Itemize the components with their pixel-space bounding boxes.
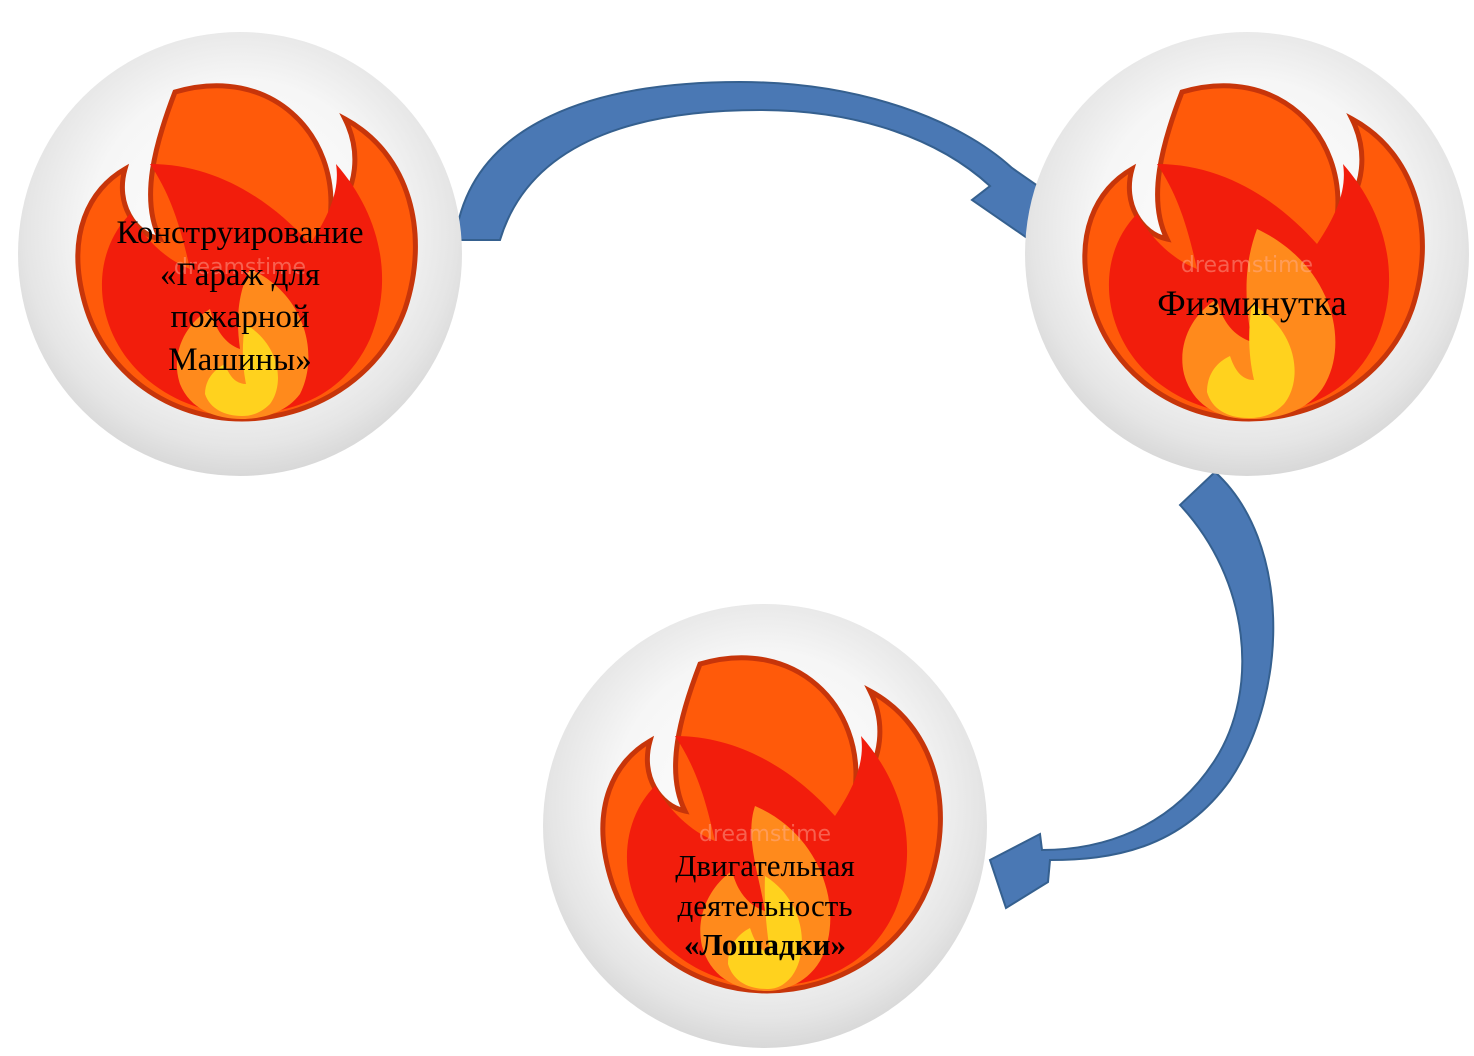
watermark-text: dreamstime [1181, 253, 1313, 278]
node-label: Физминутка [1082, 280, 1422, 326]
flame-icon: dreamstime [75, 83, 418, 422]
node-construct: dreamstime Конструирование «Гараж для по… [10, 24, 470, 484]
label-line: деятельность [677, 887, 853, 923]
label-line: Конструирование [116, 215, 364, 251]
watermark-text: dreamstime [699, 822, 831, 847]
label-line: Физминутка [1157, 283, 1347, 323]
node-physminute: dreamstime Физминутка [1012, 24, 1472, 484]
node-label: Двигательная деятельность «Лошадки» [595, 846, 935, 965]
label-line: Машины» [168, 341, 312, 378]
label-line: «Лошадки» [684, 927, 846, 963]
label-line: Двигательная [675, 848, 855, 883]
watermark-text: dreamstime [174, 255, 306, 280]
arrow-construct-to-physminute [453, 80, 1060, 242]
node-motor: dreamstime Двигательная деятельность «Ло… [540, 596, 1000, 1056]
flame-icon: dreamstime [600, 655, 943, 994]
flame-icon: dreamstime [1082, 83, 1425, 422]
label-line: «Гараж для [159, 257, 321, 294]
node-label: Конструирование «Гараж для пожарной Маши… [70, 212, 410, 381]
arrow-physminute-to-motor [988, 470, 1275, 910]
label-line: пожарной [170, 299, 310, 336]
